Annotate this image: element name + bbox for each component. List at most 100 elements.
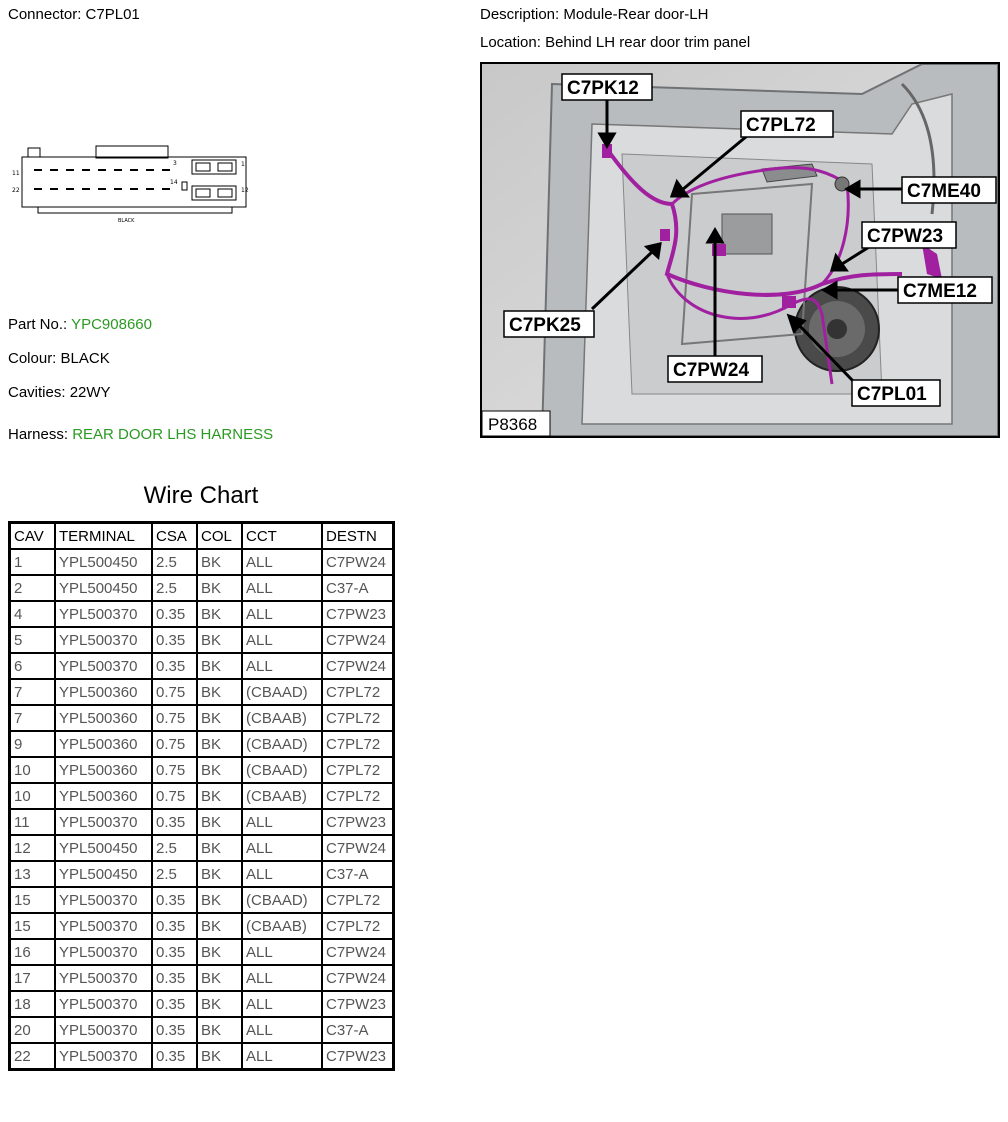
cell-terminal: YPL500360 [54,704,153,732]
cell-cav: 6 [8,652,56,680]
col-header-destn: DESTN [321,521,395,550]
cell-destn: C37-A [321,574,395,602]
cell-cav: 4 [8,600,56,628]
location-value: Behind LH rear door trim panel [545,34,751,51]
callout-c7me40: C7ME40 [907,181,981,202]
cell-destn: C7PL72 [321,730,395,758]
cell-destn: C7PW24 [321,938,395,966]
cell-csa: 0.35 [151,1042,198,1071]
cell-destn: C7PL72 [321,886,395,914]
cell-destn: C7PW24 [321,834,395,862]
cell-destn: C7PW23 [321,1042,395,1071]
cell-cct: ALL [241,990,323,1018]
cell-cct: ALL [241,834,323,862]
cell-csa: 0.35 [151,964,198,992]
cell-cct: ALL [241,626,323,654]
cell-col: BK [196,1042,243,1071]
callout-c7pk12: C7PK12 [567,78,639,99]
cell-cct: (CBAAD) [241,756,323,784]
callout-c7pl72: C7PL72 [746,115,816,136]
cell-terminal: YPL500450 [54,834,153,862]
cell-terminal: YPL500370 [54,1016,153,1044]
cell-terminal: YPL500360 [54,782,153,810]
location-photo: C7PK12 C7PL72 C7ME40 C7PW23 C7ME12 C7PK2… [480,62,1000,438]
cell-cct: (CBAAB) [241,704,323,732]
wire-chart-header-row: CAV TERMINAL CSA COL CCT DESTN [8,521,395,550]
cell-csa: 0.35 [151,808,198,836]
cell-terminal: YPL500370 [54,626,153,654]
cell-col: BK [196,782,243,810]
pin-label-11: 11 [12,170,20,177]
cell-terminal: YPL500370 [54,652,153,680]
cell-terminal: YPL500370 [54,938,153,966]
connector-line: Connector: C7PL01 [8,6,140,23]
cell-cav: 11 [8,808,56,836]
cell-col: BK [196,886,243,914]
cell-destn: C7PW23 [321,600,395,628]
callout-c7pl01: C7PL01 [857,384,927,405]
cell-destn: C7PL72 [321,912,395,940]
cell-cav: 20 [8,1016,56,1044]
cell-col: BK [196,912,243,940]
cell-csa: 2.5 [151,834,198,862]
harness-value: REAR DOOR LHS HARNESS [72,426,274,443]
cell-terminal: YPL500370 [54,912,153,940]
callout-c7me12: C7ME12 [903,281,977,302]
colour-value: BLACK [60,350,110,367]
cell-terminal: YPL500360 [54,730,153,758]
cell-csa: 0.75 [151,704,198,732]
cell-cct: ALL [241,1016,323,1044]
cell-cct: ALL [241,964,323,992]
cell-cav: 15 [8,912,56,940]
cell-cct: ALL [241,600,323,628]
cell-csa: 0.75 [151,756,198,784]
cell-destn: C7PL72 [321,756,395,784]
cell-cav: 7 [8,678,56,706]
cell-terminal: YPL500370 [54,886,153,914]
cell-col: BK [196,626,243,654]
cell-csa: 2.5 [151,860,198,888]
harness-line: Harness: REAR DOOR LHS HARNESS [8,426,273,443]
cell-destn: C7PW23 [321,808,395,836]
cell-csa: 2.5 [151,574,198,602]
callout-c7pw24: C7PW24 [673,360,749,381]
cell-terminal: YPL500370 [54,990,153,1018]
cell-col: BK [196,938,243,966]
cell-cct: ALL [241,938,323,966]
cell-terminal: YPL500370 [54,964,153,992]
cell-col: BK [196,574,243,602]
cell-cct: (CBAAB) [241,912,323,940]
cell-destn: C7PW24 [321,652,395,680]
col-header-csa: CSA [151,521,198,550]
cell-cav: 2 [8,574,56,602]
cell-terminal: YPL500370 [54,1042,153,1071]
cell-cav: 7 [8,704,56,732]
cell-cct: (CBAAD) [241,678,323,706]
location-line: Location: Behind LH rear door trim panel [480,34,750,51]
cell-terminal: YPL500450 [54,548,153,576]
cell-destn: C7PW24 [321,964,395,992]
cell-col: BK [196,600,243,628]
cell-col: BK [196,808,243,836]
description-label: Description: [480,6,560,23]
cell-cct: ALL [241,652,323,680]
cell-cav: 1 [8,548,56,576]
cell-csa: 0.35 [151,600,198,628]
cell-col: BK [196,1016,243,1044]
cell-col: BK [196,834,243,862]
cell-cav: 18 [8,990,56,1018]
cell-cav: 15 [8,886,56,914]
cavities-line: Cavities: 22WY [8,384,111,401]
cavities-label: Cavities: [8,384,66,401]
